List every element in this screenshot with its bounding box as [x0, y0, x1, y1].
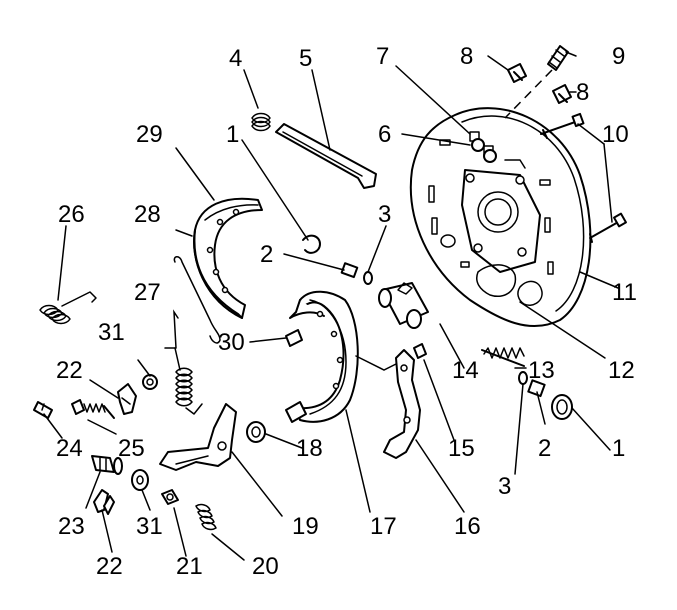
washer-lower: [131, 469, 149, 491]
callout-4: 4: [229, 45, 242, 72]
adjuster-screw: [71, 399, 115, 419]
piston-right: [527, 379, 546, 398]
callout-19: 19: [292, 513, 319, 540]
spring-clip-upper: [117, 383, 137, 415]
lever-spring: [195, 503, 217, 531]
callout-16: 16: [454, 513, 481, 540]
callout-2-lower: 2: [538, 435, 551, 462]
callout-1-upper: 1: [226, 121, 239, 148]
callout-9: 9: [612, 43, 625, 70]
adjuster-lever: [383, 349, 421, 459]
callout-27: 27: [134, 279, 161, 306]
callout-30: 30: [218, 329, 245, 356]
callout-29: 29: [136, 121, 163, 148]
callout-labels: 4 5 7 8 9 8 6 10 29 1 26 28 3 2 27 11 31…: [56, 43, 637, 580]
piston-left: [340, 262, 359, 279]
brake-shoe-primary: [285, 290, 359, 423]
adjuster-spring: [164, 347, 203, 415]
parking-brake-lever: [159, 403, 237, 471]
callout-17: 17: [370, 513, 397, 540]
long-bolts: [540, 112, 627, 243]
adjuster-pin: [413, 343, 427, 359]
adjuster-pin-small: [33, 401, 53, 419]
spring-clip-lower: [93, 489, 115, 515]
callout-24: 24: [56, 435, 83, 462]
callout-7: 7: [376, 43, 389, 70]
leader-lines: [43, 51, 619, 561]
seal-left: [363, 271, 373, 285]
parking-brake-strut: [275, 123, 377, 189]
callout-6: 6: [378, 121, 391, 148]
callout-26: 26: [58, 201, 85, 228]
callout-1-lower: 1: [612, 435, 625, 462]
callout-8-upper: 8: [460, 43, 473, 70]
callout-10: 10: [602, 121, 629, 148]
hold-down-pin: [285, 329, 303, 347]
callout-22-lower: 22: [96, 553, 123, 580]
actuator-pin: [91, 455, 123, 475]
backing-plate: [409, 107, 592, 328]
callout-25: 25: [118, 435, 145, 462]
callout-3-lower: 3: [498, 473, 511, 500]
callout-21: 21: [176, 553, 203, 580]
washer-upper: [142, 374, 158, 390]
callout-15: 15: [448, 435, 475, 462]
callout-31-upper: 31: [98, 319, 125, 346]
callout-11: 11: [612, 279, 637, 306]
callout-23: 23: [58, 513, 85, 540]
backing-plate-plug: [471, 138, 497, 163]
callout-18: 18: [296, 435, 323, 462]
callout-28: 28: [134, 201, 161, 228]
hold-down-spring: [251, 112, 271, 132]
callout-14: 14: [452, 357, 479, 384]
wheel-cylinder-boot-left: [302, 234, 321, 254]
adjusting-nut: [161, 489, 179, 505]
callout-31-lower: 31: [136, 513, 163, 540]
callout-13: 13: [528, 357, 555, 384]
return-spring: [173, 256, 221, 344]
callout-3-upper: 3: [378, 201, 391, 228]
callout-5: 5: [299, 45, 312, 72]
callout-12: 12: [608, 357, 635, 384]
bolt-lower: [552, 84, 572, 104]
wheel-cylinder-boot-right: [551, 394, 573, 420]
brake-shoe-secondary: [193, 197, 263, 319]
cylinder-spring: [481, 347, 525, 367]
shoe-spring: [39, 291, 97, 325]
hold-down-cup: [246, 421, 266, 443]
callout-2-upper: 2: [260, 241, 273, 268]
callout-22-upper: 22: [56, 357, 83, 384]
callout-20: 20: [252, 553, 279, 580]
seal-right: [518, 371, 528, 385]
callout-8-lower: 8: [576, 79, 589, 106]
bleeder-valve: [547, 45, 569, 71]
wheel-cylinder: [378, 282, 429, 329]
bolt-upper: [507, 63, 527, 83]
